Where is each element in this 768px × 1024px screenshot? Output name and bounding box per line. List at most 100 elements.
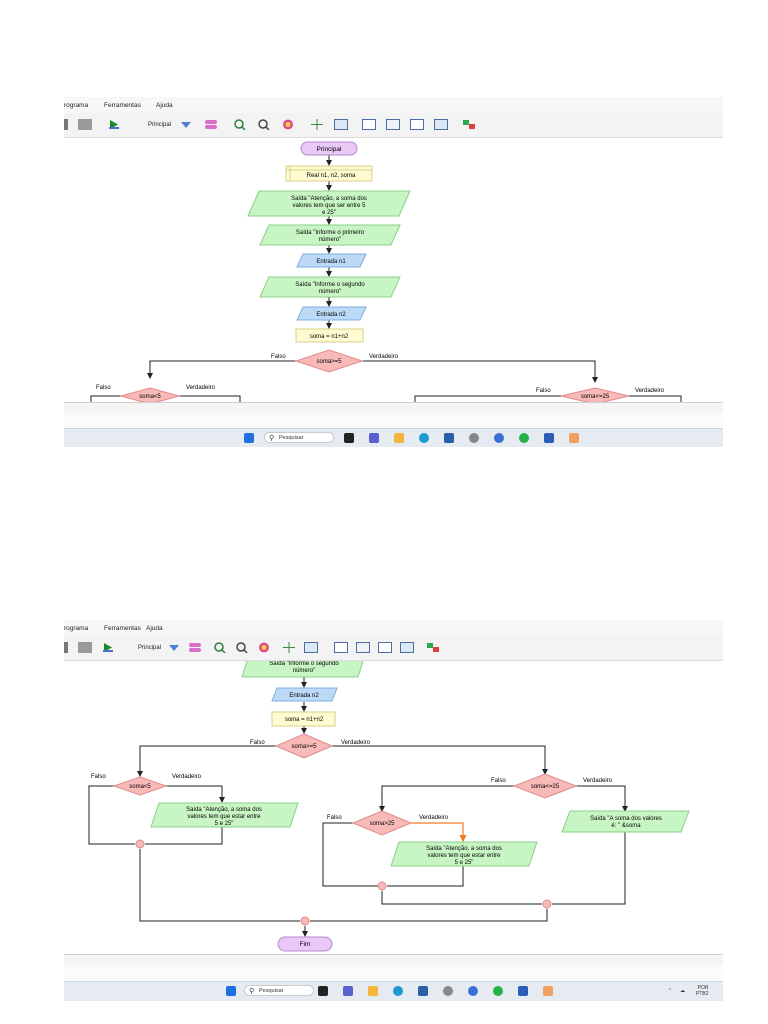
app-icon[interactable] [494,433,504,443]
settings-gear-icon[interactable] [443,986,453,996]
menu-programa[interactable]: rograma [64,102,89,109]
zoom-in-icon[interactable] [214,642,226,654]
windows-start-icon[interactable] [226,986,236,996]
input-icon[interactable] [378,642,392,653]
status-bar [64,965,723,980]
taskbar-search[interactable]: ⚲Pesquisar [244,985,314,996]
decision-block[interactable] [119,387,181,402]
menu-ajuda[interactable]: Ajuda [146,625,163,632]
run-icon[interactable] [108,119,120,130]
settings-icon[interactable] [462,119,476,130]
output-block[interactable] [390,841,538,867]
settings-gear-icon[interactable] [469,433,479,443]
decision-block[interactable] [512,773,578,799]
flowgorithm-icon[interactable] [569,433,579,443]
word-icon[interactable] [544,433,554,443]
task-view-icon[interactable] [344,433,354,443]
input-block[interactable] [271,687,338,702]
console-icon[interactable] [356,642,370,653]
input-label: Entrada n1 [316,259,346,265]
decision-block[interactable] [560,387,630,402]
chat-icon[interactable] [369,433,379,443]
tray-chevron-icon[interactable]: ⌃ [668,988,673,994]
variables-icon[interactable] [334,642,348,653]
output-block[interactable] [561,810,690,833]
decision-block[interactable] [294,349,364,373]
menu-ferramentas[interactable]: Ferramentas [104,102,141,109]
flowgorithm-icon[interactable] [543,986,553,996]
function-icon[interactable] [204,119,218,130]
edge-icon[interactable] [419,433,429,443]
color-icon[interactable] [258,642,270,653]
end-terminal[interactable] [277,936,333,952]
folder-icon[interactable] [368,986,378,996]
edge-icon[interactable] [393,986,403,996]
pause-icon[interactable] [78,119,92,130]
output-block[interactable] [259,276,401,298]
chat-icon[interactable] [343,986,353,996]
menu-ferramentas[interactable]: Ferramentas [104,625,141,632]
windows-start-icon[interactable] [244,433,254,443]
output-label: valores tem que estar entre [187,814,261,820]
store-icon[interactable] [444,433,454,443]
task-view-icon[interactable] [318,986,328,996]
principal-dropdown[interactable]: Principal [148,122,172,128]
stop-icon[interactable] [64,119,68,130]
output-block[interactable] [259,224,401,246]
console-icon[interactable] [386,119,400,130]
cloud-icon[interactable]: ☁ [680,988,685,994]
language-indicator[interactable]: POR PTB2 [696,985,709,997]
taskbar-search[interactable]: ⚲Pesquisar [264,432,334,443]
chevron-down-icon[interactable] [180,119,192,130]
input-block[interactable] [296,306,367,321]
folder-icon[interactable] [394,433,404,443]
input-icon[interactable] [410,119,424,130]
false-label: Falso [91,774,106,780]
word-icon[interactable] [518,986,528,996]
function-icon[interactable] [188,642,202,653]
output-label: Saída "Atenção, a soma dos [426,846,502,852]
decision-block[interactable] [274,733,334,759]
false-label: Falso [250,740,265,746]
output-icon[interactable] [400,642,414,653]
layout-icon[interactable] [334,119,348,130]
false-label: Falso [96,385,111,391]
menu-programa[interactable]: rograma [64,625,89,632]
output-block[interactable] [241,661,365,678]
decision-block[interactable] [351,810,413,836]
start-terminal[interactable] [300,141,358,156]
pause-icon[interactable] [78,642,92,653]
color-icon[interactable] [282,119,294,130]
app-icon[interactable] [468,986,478,996]
output-label: é: " &soma [611,823,641,829]
variables-icon[interactable] [362,119,376,130]
process-block[interactable] [295,328,364,343]
zoom-in-icon[interactable] [234,119,246,131]
move-icon[interactable] [282,642,296,653]
zoom-out-icon[interactable] [236,642,248,654]
true-label: Verdadeiro [583,778,613,784]
output-block[interactable] [247,190,411,217]
zoom-out-icon[interactable] [258,119,270,131]
run-icon[interactable] [102,642,114,653]
decision-label: soma<=25 [531,784,560,790]
whatsapp-icon[interactable] [519,433,529,443]
input-block[interactable] [296,253,367,268]
output-label: 5 e 25" [215,821,234,827]
layout-icon[interactable] [304,642,318,653]
principal-dropdown[interactable]: Principal [138,645,162,651]
settings-icon[interactable] [426,642,440,653]
decision-block[interactable] [112,776,168,796]
output-block[interactable] [150,802,299,828]
toolbar: Principal [64,636,723,661]
process-block[interactable] [271,711,336,727]
chevron-down-icon[interactable] [168,642,180,653]
output-icon[interactable] [434,119,448,130]
move-icon[interactable] [310,119,324,130]
screenshot-top: rograma Ferramentas Ajuda Principal [64,97,723,447]
true-label: Verdadeiro [172,774,202,780]
store-icon[interactable] [418,986,428,996]
whatsapp-icon[interactable] [493,986,503,996]
stop-icon[interactable] [64,642,68,653]
menu-ajuda[interactable]: Ajuda [156,102,173,109]
